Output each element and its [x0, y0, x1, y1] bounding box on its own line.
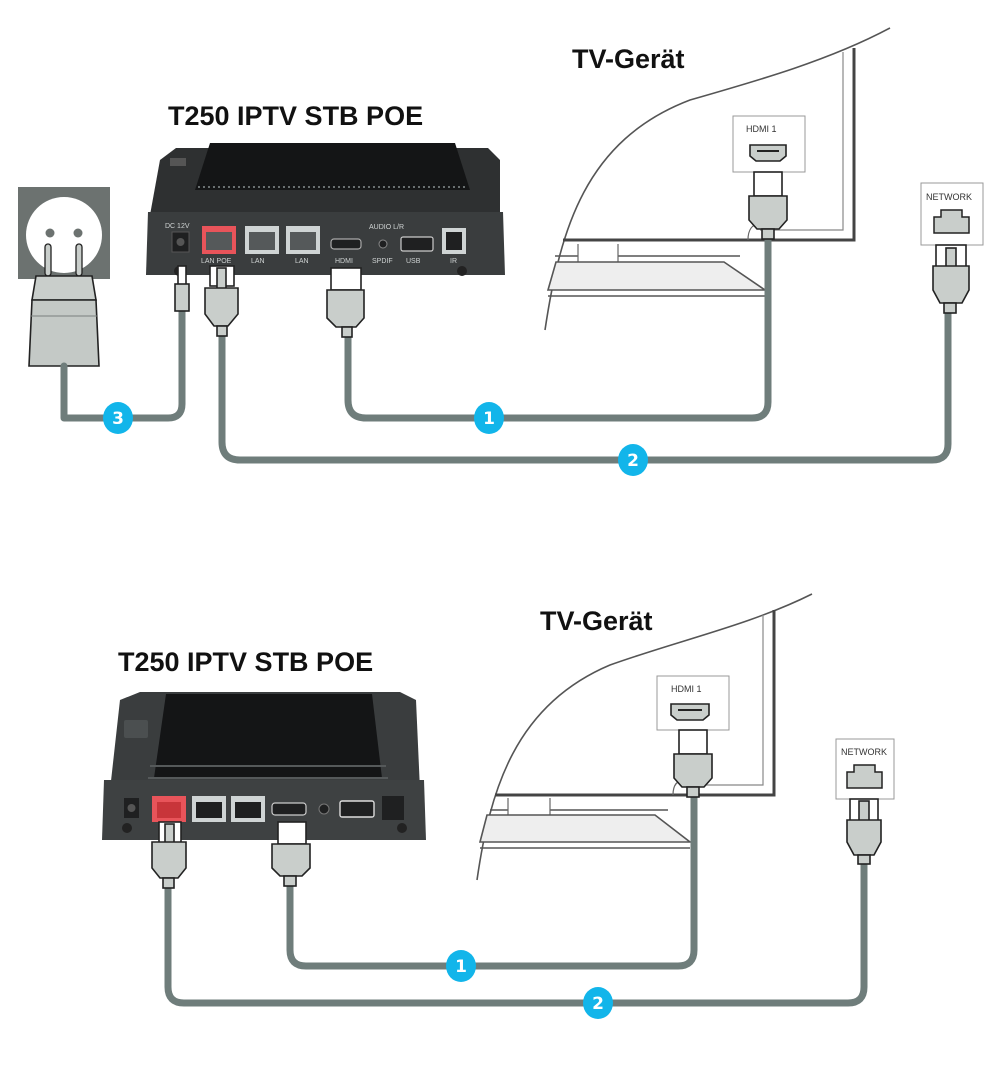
device-logo: [170, 158, 186, 166]
tv-port-label: HDMI 1: [746, 124, 777, 134]
tv-title: TV-Gerät: [540, 606, 653, 636]
ethernet-port-icon: [933, 209, 970, 234]
hdmi-plug-device: [271, 821, 311, 887]
port-label-ir: IR: [450, 258, 457, 265]
port-label-audio: AUDIO L/R: [369, 224, 404, 231]
ethernet-port-icon: [846, 764, 883, 789]
wall-network-jack: NETWORK: [835, 738, 895, 800]
tv-illustration: HDMI 1: [544, 27, 891, 331]
wall-port-label: NETWORK: [926, 192, 972, 202]
badge-cable-3: 3: [103, 402, 133, 434]
port-label-lan-2: LAN: [295, 258, 309, 265]
hdmi-plug-tv: [748, 171, 788, 240]
tv-title: TV-Gerät: [572, 44, 685, 74]
badge-cable-2: 2: [618, 444, 648, 476]
hdmi-port: [271, 802, 307, 816]
hdmi-port-icon: [670, 703, 710, 721]
power-outlet: [18, 187, 110, 279]
wall-port-label: NETWORK: [841, 747, 887, 757]
usb-port: [400, 236, 434, 252]
port-label-lan-poe: LAN POE: [201, 258, 232, 265]
lan-plug-wall: [846, 798, 882, 865]
stb-device: [102, 692, 426, 840]
lan-plug: [151, 821, 187, 889]
hdmi-plug-device: [326, 267, 365, 338]
badge-cable-2: 2: [583, 987, 613, 1019]
device-logo: [124, 720, 148, 738]
cable-2-network: [218, 308, 952, 464]
svg-text:3: 3: [112, 409, 124, 429]
cable-2-network: [164, 858, 868, 1007]
stb-device: DC 12V LAN POE LAN LAN HDMI AUDIO L/R SP…: [146, 143, 505, 276]
tv-illustration: HDMI 1: [476, 593, 813, 881]
hdmi-port-icon: [749, 144, 787, 162]
power-plug: [174, 265, 190, 312]
tv-port-label: HDMI 1: [671, 684, 702, 694]
cable-1-hdmi: [286, 786, 698, 970]
usb-port: [339, 800, 375, 818]
audio-jack: [318, 803, 330, 815]
diagram-poe-only: T250 IPTV STB POE TV-Gerät HDMI 1 NETWOR…: [102, 593, 895, 1019]
ir-port: [382, 796, 404, 820]
badge-cable-1: 1: [446, 950, 476, 982]
svg-text:1: 1: [483, 409, 495, 429]
lan-plug-wall: [932, 244, 970, 314]
tv-hdmi-panel: [732, 115, 806, 173]
svg-text:1: 1: [455, 957, 467, 977]
port-label-lan-1: LAN: [251, 258, 265, 265]
audio-jack: [378, 239, 388, 249]
svg-text:2: 2: [592, 994, 604, 1014]
power-adapter: [28, 243, 100, 367]
port-label-usb: USB: [406, 258, 421, 265]
port-label-hdmi: HDMI: [335, 258, 353, 265]
hdmi-plug-tv: [673, 729, 713, 798]
cable-1-hdmi: [344, 226, 772, 422]
wall-network-jack: NETWORK: [920, 182, 984, 246]
hdmi-port: [330, 238, 362, 250]
port-label-dc: DC 12V: [165, 223, 190, 230]
device-title: T250 IPTV STB POE: [118, 647, 373, 677]
port-label-spdif: SPDIF: [372, 258, 393, 265]
diagram-with-power-supply: T250 IPTV STB POE TV-Gerät HDMI 1 NETWOR…: [18, 27, 984, 476]
device-title: T250 IPTV STB POE: [168, 101, 423, 131]
badge-cable-1: 1: [474, 402, 504, 434]
cable-3-power: [60, 306, 186, 422]
lan-plug: [204, 265, 239, 337]
svg-text:2: 2: [627, 451, 639, 471]
tv-hdmi-panel: [656, 675, 730, 731]
